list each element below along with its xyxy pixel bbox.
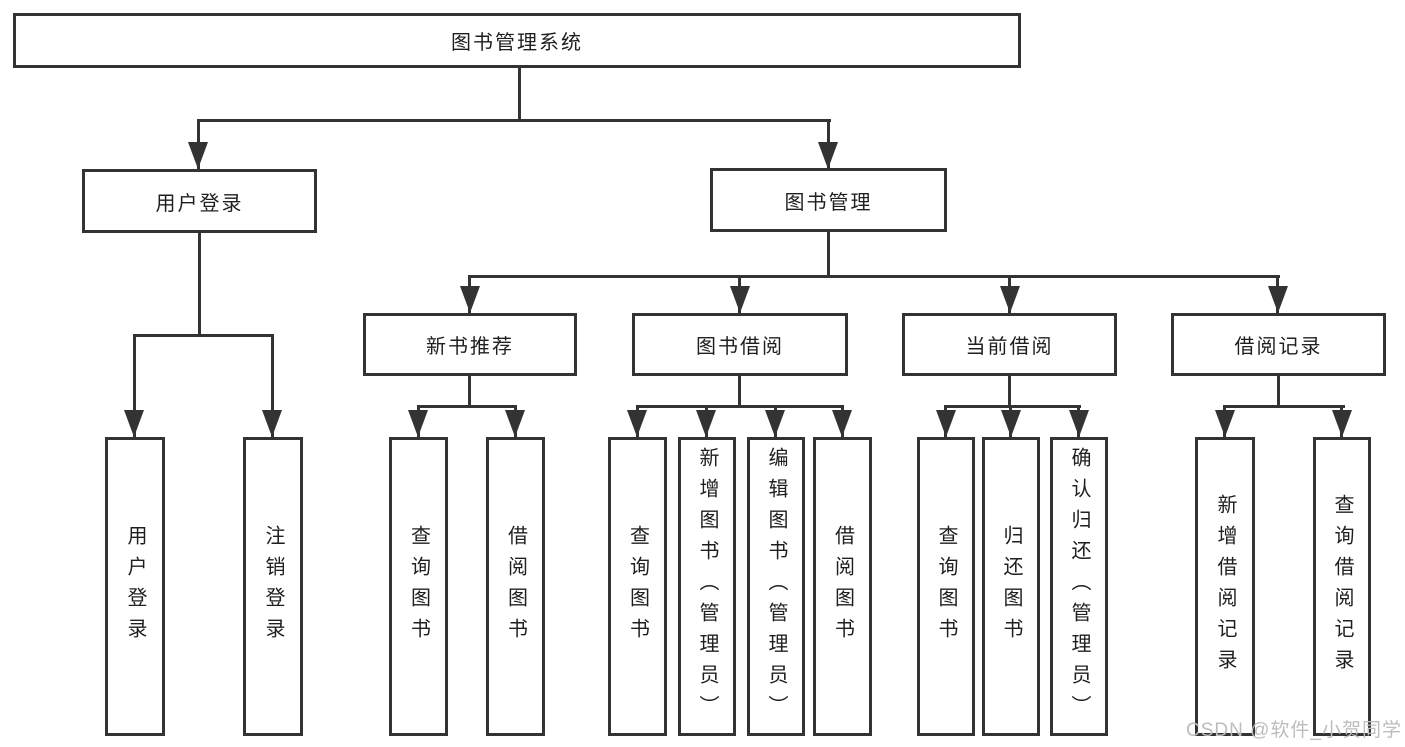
node-book-borrow: 图书借阅 — [632, 313, 848, 376]
leaf-query-books-recommend: 查询图书 — [389, 437, 448, 736]
connector-line — [198, 233, 201, 337]
leaf-label: 新增借阅记录 — [1214, 493, 1236, 680]
arrowhead-down-icon — [818, 142, 838, 169]
arrowhead-down-icon — [765, 410, 785, 437]
connector-line — [271, 334, 274, 437]
node-label: 借阅记录 — [1234, 336, 1323, 358]
connector-line — [827, 232, 830, 278]
arrowhead-down-icon — [1000, 286, 1020, 313]
node-root-system: 图书管理系统 — [13, 13, 1021, 68]
connector-line — [1277, 376, 1280, 408]
connector-line — [518, 68, 521, 122]
connector-line — [944, 405, 1081, 408]
leaf-label: 新增图书（管理员） — [696, 447, 718, 726]
connector-line — [468, 376, 471, 408]
connector-line — [133, 334, 136, 437]
leaf-label: 查询借阅记录 — [1331, 493, 1353, 680]
leaf-label: 查询图书 — [626, 524, 649, 649]
leaf-user-login: 用户登录 — [105, 437, 165, 736]
leaf-edit-books-admin: 编辑图书（管理员） — [747, 437, 805, 736]
leaf-add-borrow-record: 新增借阅记录 — [1195, 437, 1255, 736]
leaf-return-books: 归还图书 — [982, 437, 1040, 736]
connector-line — [468, 275, 1280, 278]
leaf-label: 用户登录 — [124, 524, 146, 649]
leaf-label: 注销登录 — [262, 524, 284, 649]
node-label: 当前借阅 — [965, 336, 1054, 358]
leaf-label: 查询图书 — [407, 524, 430, 649]
connector-line — [197, 119, 831, 122]
node-current-borrow: 当前借阅 — [902, 313, 1117, 376]
connector-line — [133, 334, 274, 337]
node-label: 图书管理 — [784, 191, 873, 214]
node-user-login: 用户登录 — [82, 169, 317, 233]
arrowhead-down-icon — [627, 410, 647, 437]
connector-line — [636, 405, 842, 408]
arrowhead-down-icon — [408, 410, 428, 437]
leaf-label: 借阅图书 — [831, 524, 854, 649]
arrowhead-down-icon — [1268, 286, 1288, 313]
node-new-book-recommend: 新书推荐 — [363, 313, 577, 376]
arrowhead-down-icon — [696, 410, 716, 437]
arrowhead-down-icon — [936, 410, 956, 437]
node-label: 图书借阅 — [696, 336, 784, 358]
node-root-label: 图书管理系统 — [451, 32, 583, 54]
leaf-query-books-current: 查询图书 — [917, 437, 975, 736]
leaf-label: 确认归还（管理员） — [1068, 447, 1090, 726]
node-borrow-records: 借阅记录 — [1171, 313, 1386, 376]
arrowhead-down-icon — [505, 410, 525, 437]
node-label: 用户登录 — [155, 192, 244, 215]
arrowhead-down-icon — [730, 286, 750, 313]
connector-line — [417, 405, 517, 408]
leaf-query-borrow-record: 查询借阅记录 — [1313, 437, 1371, 736]
arrowhead-down-icon — [262, 410, 282, 437]
leaf-label: 编辑图书（管理员） — [765, 447, 787, 726]
node-book-management: 图书管理 — [710, 168, 947, 232]
arrowhead-down-icon — [1001, 410, 1021, 437]
arrowhead-down-icon — [1332, 410, 1352, 437]
leaf-label: 借阅图书 — [504, 524, 527, 649]
leaf-label: 归还图书 — [1000, 524, 1022, 649]
arrowhead-down-icon — [460, 286, 480, 313]
csdn-watermark: CSDN @软件_小贺同学 — [1186, 720, 1402, 741]
arrowhead-down-icon — [1215, 410, 1235, 437]
connector-line — [1008, 376, 1011, 408]
connector-line — [1223, 405, 1345, 408]
arrowhead-down-icon — [124, 410, 144, 437]
leaf-confirm-return-admin: 确认归还（管理员） — [1050, 437, 1108, 736]
node-label: 新书推荐 — [426, 336, 514, 358]
leaf-add-books-admin: 新增图书（管理员） — [678, 437, 736, 736]
leaf-label: 查询图书 — [935, 524, 957, 649]
arrowhead-down-icon — [188, 142, 208, 169]
arrowhead-down-icon — [832, 410, 852, 437]
leaf-query-books-borrow: 查询图书 — [608, 437, 667, 736]
connector-line — [738, 376, 741, 408]
arrowhead-down-icon — [1069, 410, 1089, 437]
leaf-borrow-books: 借阅图书 — [813, 437, 872, 736]
leaf-logout: 注销登录 — [243, 437, 303, 736]
leaf-borrow-books-recommend: 借阅图书 — [486, 437, 545, 736]
